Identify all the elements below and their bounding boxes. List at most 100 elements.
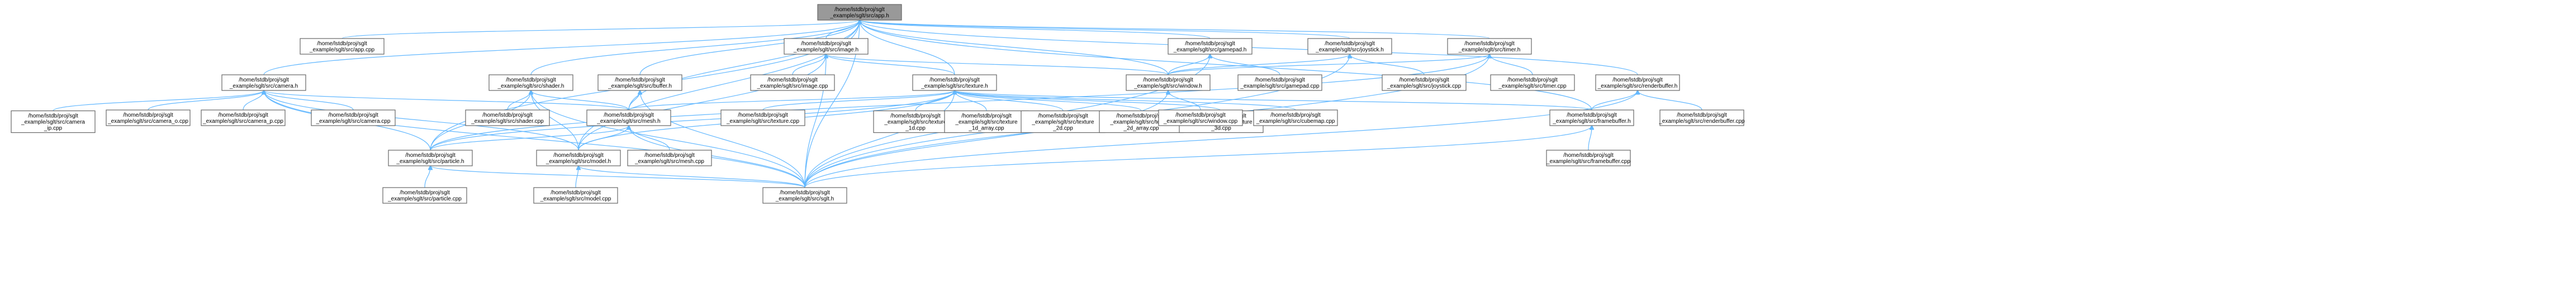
edge-texture_h-particle_h <box>430 90 955 151</box>
node-gamepad-cpp[interactable]: /home/lstdb/proj/sglt_example/sglt/src/g… <box>1237 74 1322 91</box>
edge-texture_h-texture_2d_cpp <box>955 90 1064 111</box>
node-label-line: _ip.cpp <box>44 126 63 132</box>
node-label-line: _example/sglt/src/mesh.cpp <box>634 159 704 165</box>
node-camera-h[interactable]: /home/lstdb/proj/sglt_example/sglt/src/c… <box>221 74 306 91</box>
node-mesh-cpp[interactable]: /home/lstdb/proj/sglt_example/sglt/src/m… <box>627 150 712 166</box>
node-joystick-cpp[interactable]: /home/lstdb/proj/sglt_example/sglt/src/j… <box>1382 74 1467 91</box>
node-label-line: /home/lstdb/proj/sglt <box>1677 112 1727 118</box>
node-label-line: /home/lstdb/proj/sglt <box>644 152 695 159</box>
node-label-line: _example/sglt/src/window.cpp <box>1163 118 1238 125</box>
edge-image_h-window_h <box>826 54 1169 75</box>
node-label-line: _example/sglt/src/image.cpp <box>757 83 828 89</box>
node-window-cpp[interactable]: /home/lstdb/proj/sglt_example/sglt/src/w… <box>1158 109 1243 126</box>
node-label-line: /home/lstdb/proj/sglt <box>551 190 601 196</box>
node-box <box>388 150 473 166</box>
edge-camera_h-camera_o_cpp <box>148 90 264 111</box>
node-shader-h[interactable]: /home/lstdb/proj/sglt_example/sglt/src/s… <box>488 74 573 91</box>
edge-app_h-camera_h <box>263 20 860 75</box>
node-window-h[interactable]: /home/lstdb/proj/sglt_example/sglt/src/w… <box>1126 74 1211 91</box>
node-label-line: _example/sglt/src/framebuffer.cpp <box>1546 159 1630 165</box>
node-framebuffer-cpp[interactable]: /home/lstdb/proj/sglt_example/sglt/src/f… <box>1546 150 1631 166</box>
node-label-line: /home/lstdb/proj/sglt <box>317 41 367 47</box>
node-image-h[interactable]: /home/lstdb/proj/sglt_example/sglt/src/i… <box>784 38 869 55</box>
edge-app_h-shader_h <box>530 20 860 75</box>
node-renderbuffer-cpp[interactable]: /home/lstdb/proj/sglt_example/sglt/src/r… <box>1658 109 1745 126</box>
edge-framebuffer_h-sglt_h <box>804 126 1592 188</box>
node-model-h[interactable]: /home/lstdb/proj/sglt_example/sglt/src/m… <box>536 150 621 166</box>
node-label-line: _example/sglt/src/texture.cpp <box>726 118 799 125</box>
node-label-line: /home/lstdb/proj/sglt <box>615 77 665 83</box>
node-box <box>300 38 385 55</box>
node-label-line: _example/sglt/src/model.cpp <box>540 196 611 202</box>
node-label-line: _example/sglt/src/shader.cpp <box>471 118 544 125</box>
node-renderbuffer-h[interactable]: /home/lstdb/proj/sglt_example/sglt/src/r… <box>1595 74 1680 91</box>
edge-camera_h-model_h <box>264 90 579 151</box>
node-label-line: _example/sglt/src/shader.h <box>497 83 564 89</box>
node-model-cpp[interactable]: /home/lstdb/proj/sglt_example/sglt/src/m… <box>533 187 618 204</box>
node-particle-cpp[interactable]: /home/lstdb/proj/sglt_example/sglt/src/p… <box>382 187 467 204</box>
node-camera-o-cpp[interactable]: /home/lstdb/proj/sglt_example/sglt/src/c… <box>106 109 191 126</box>
node-box <box>627 150 712 166</box>
node-label-line: _example/sglt/src/texture <box>1031 119 1094 126</box>
edge-texture_h-framebuffer_h <box>955 90 1592 111</box>
node-box <box>1021 110 1106 133</box>
node-label-line: _example/sglt/src/app.h <box>829 13 889 19</box>
node-particle-h[interactable]: /home/lstdb/proj/sglt_example/sglt/src/p… <box>388 150 473 166</box>
node-shader-cpp[interactable]: /home/lstdb/proj/sglt_example/sglt/src/s… <box>465 109 550 126</box>
node-label-line: /home/lstdb/proj/sglt <box>1612 77 1663 83</box>
edge-texture_h-texture_cpp <box>762 90 955 111</box>
node-texture-2d-cpp[interactable]: /home/lstdb/proj/sglt_example/sglt/src/t… <box>1021 110 1106 133</box>
node-box <box>1595 74 1680 91</box>
edge-camera_h-camera_ip_cpp <box>53 90 264 112</box>
node-label-line: /home/lstdb/proj/sglt <box>1038 113 1088 119</box>
node-mesh-h[interactable]: /home/lstdb/proj/sglt_example/sglt/src/m… <box>586 109 671 126</box>
node-label-line: _2d.cpp <box>1052 126 1073 132</box>
node-texture-h[interactable]: /home/lstdb/proj/sglt_example/sglt/src/t… <box>912 74 997 91</box>
node-timer-h[interactable]: /home/lstdb/proj/sglt_example/sglt/src/t… <box>1447 38 1532 55</box>
node-label-line: _example/sglt/src/renderbuffer.h <box>1597 83 1678 89</box>
node-box <box>762 187 847 204</box>
edge-joystick_h-window_h <box>1168 54 1350 75</box>
node-camera-p-cpp[interactable]: /home/lstdb/proj/sglt_example/sglt/src/c… <box>201 109 286 126</box>
node-image-cpp[interactable]: /home/lstdb/proj/sglt_example/sglt/src/i… <box>750 74 835 91</box>
node-label-line: /home/lstdb/proj/sglt <box>604 112 654 118</box>
node-box <box>533 187 618 204</box>
node-label-line: _1d_array.cpp <box>968 126 1004 132</box>
node-label-line: _example/sglt/src/app.cpp <box>309 47 375 53</box>
node-box <box>1126 74 1211 91</box>
node-box <box>1382 74 1467 91</box>
node-label-line: _example/sglt/src/timer.cpp <box>1498 83 1567 89</box>
node-cubemap-cpp[interactable]: /home/lstdb/proj/sglt_example/sglt/src/c… <box>1253 109 1338 126</box>
node-label-line: _example/sglt/src/renderbuffer.cpp <box>1658 118 1745 125</box>
node-box <box>488 74 573 91</box>
node-label-line: _example/sglt/src/texture <box>1109 119 1173 126</box>
edge-texture_h-cubemap_cpp <box>955 90 1296 111</box>
node-label-line: /home/lstdb/proj/sglt <box>482 112 533 118</box>
edge-texture_h-texture_1d_cpp <box>915 90 955 111</box>
node-camera-cpp[interactable]: /home/lstdb/proj/sglt_example/sglt/src/c… <box>311 109 396 126</box>
edge-camera_h-mesh_h <box>264 90 629 111</box>
node-timer-cpp[interactable]: /home/lstdb/proj/sglt_example/sglt/src/t… <box>1490 74 1575 91</box>
node-framebuffer-h[interactable]: /home/lstdb/proj/sglt_example/sglt/src/f… <box>1549 109 1634 126</box>
node-box <box>311 109 396 126</box>
node-app-h[interactable]: /home/lstdb/proj/sglt_example/sglt/src/a… <box>817 4 902 21</box>
node-label-line: _example/sglt/src/image.h <box>793 47 858 53</box>
edge-window_h-sglt_h <box>804 90 1168 188</box>
node-box <box>11 110 96 133</box>
edge-shader_h-shader_cpp <box>507 90 531 111</box>
node-label-line: /home/lstdb/proj/sglt <box>1507 77 1558 83</box>
node-label-line: /home/lstdb/proj/sglt <box>801 41 851 47</box>
node-texture-1d-cpp[interactable]: /home/lstdb/proj/sglt_example/sglt/src/t… <box>873 110 958 133</box>
node-label-line: /home/lstdb/proj/sglt <box>1255 77 1305 83</box>
node-camera-ip-cpp[interactable]: /home/lstdb/proj/sglt_example/sglt/src/c… <box>11 110 96 133</box>
node-app-cpp[interactable]: /home/lstdb/proj/sglt_example/sglt/src/a… <box>300 38 385 55</box>
node-joystick-h[interactable]: /home/lstdb/proj/sglt_example/sglt/src/j… <box>1307 38 1392 55</box>
node-sglt-h[interactable]: /home/lstdb/proj/sglt_example/sglt/src/s… <box>762 187 847 204</box>
node-box <box>1490 74 1575 91</box>
edge-mesh_h-sglt_h <box>629 126 805 188</box>
node-buffer-h[interactable]: /home/lstdb/proj/sglt_example/sglt/src/b… <box>597 74 682 91</box>
node-gamepad-h[interactable]: /home/lstdb/proj/sglt_example/sglt/src/g… <box>1168 38 1253 55</box>
node-texture-1d-array-cpp[interactable]: /home/lstdb/proj/sglt_example/sglt/src/t… <box>944 110 1029 133</box>
node-texture-cpp[interactable]: /home/lstdb/proj/sglt_example/sglt/src/t… <box>720 109 805 126</box>
node-label-line: _example/sglt/src/framebuffer.h <box>1552 118 1630 125</box>
